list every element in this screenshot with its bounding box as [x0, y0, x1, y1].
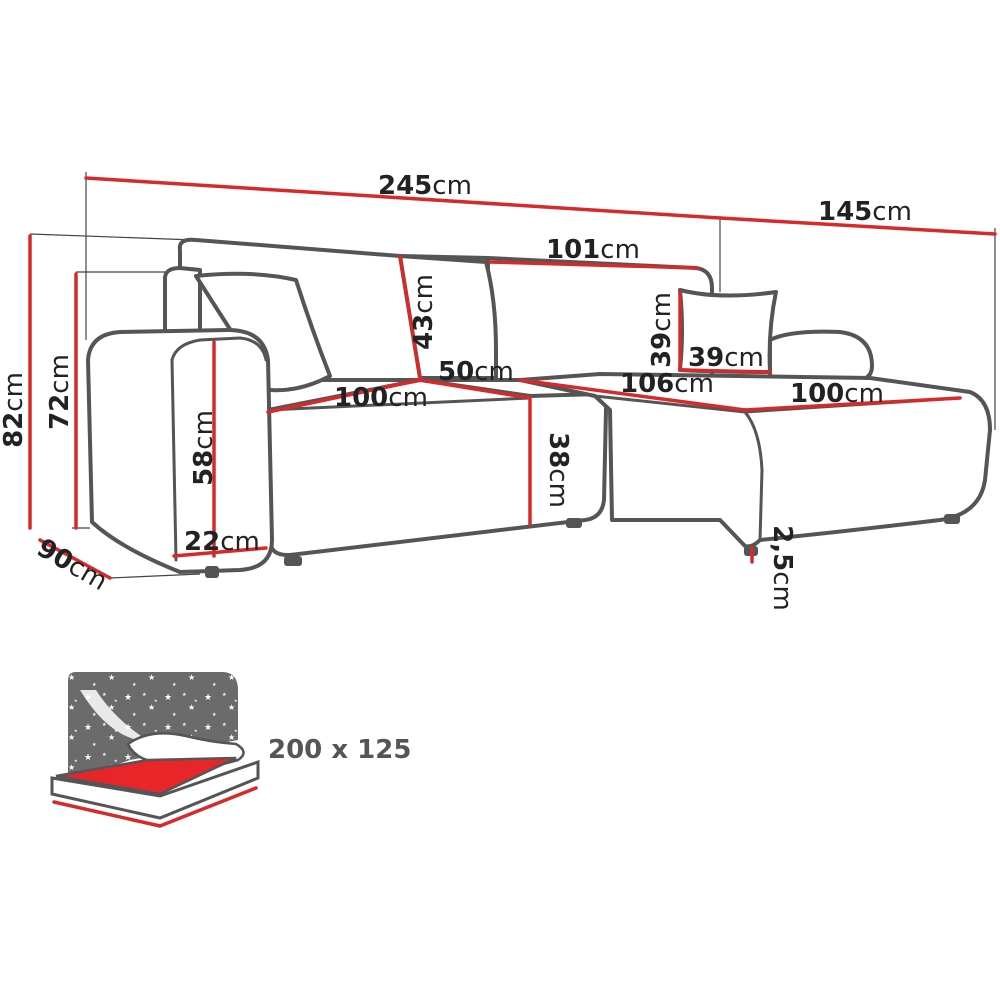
label-chaise-width: 145cm	[818, 197, 912, 227]
sleeping-area-label: 200 x 125	[268, 735, 411, 765]
label-depth: 90cm	[32, 533, 113, 597]
sofa-foot	[205, 566, 219, 578]
label-chaise-seat-width: 100cm	[790, 379, 884, 409]
label-leg-height: 2,5cm	[767, 525, 797, 611]
sofa-foot	[284, 556, 302, 566]
sofa-foot	[944, 514, 960, 524]
dimension-labels: 245cm 145cm 101cm 82cm 72cm 43cm 39cm 39…	[0, 171, 912, 611]
label-total-height: 82cm	[0, 372, 29, 448]
bed-icon	[50, 672, 260, 828]
sofa-foot	[566, 518, 582, 528]
label-seat-length-left: 100cm	[334, 383, 428, 413]
label-pillow-height: 39cm	[647, 292, 677, 368]
label-chaise-length: 106cm	[620, 369, 714, 399]
label-arm-width: 22cm	[184, 527, 260, 557]
label-total-length: 245cm	[378, 171, 472, 201]
label-armrest-height: 72cm	[45, 354, 75, 430]
label-back-cushion-length: 101cm	[546, 235, 640, 265]
label-arm-inner-height: 58cm	[189, 410, 219, 486]
label-pillow-width: 39cm	[688, 343, 764, 373]
dimension-lines	[28, 176, 997, 580]
label-seat-height: 38cm	[543, 432, 573, 508]
label-seat-depth: 50cm	[438, 357, 514, 387]
label-back-cushion-height: 43cm	[409, 274, 439, 350]
